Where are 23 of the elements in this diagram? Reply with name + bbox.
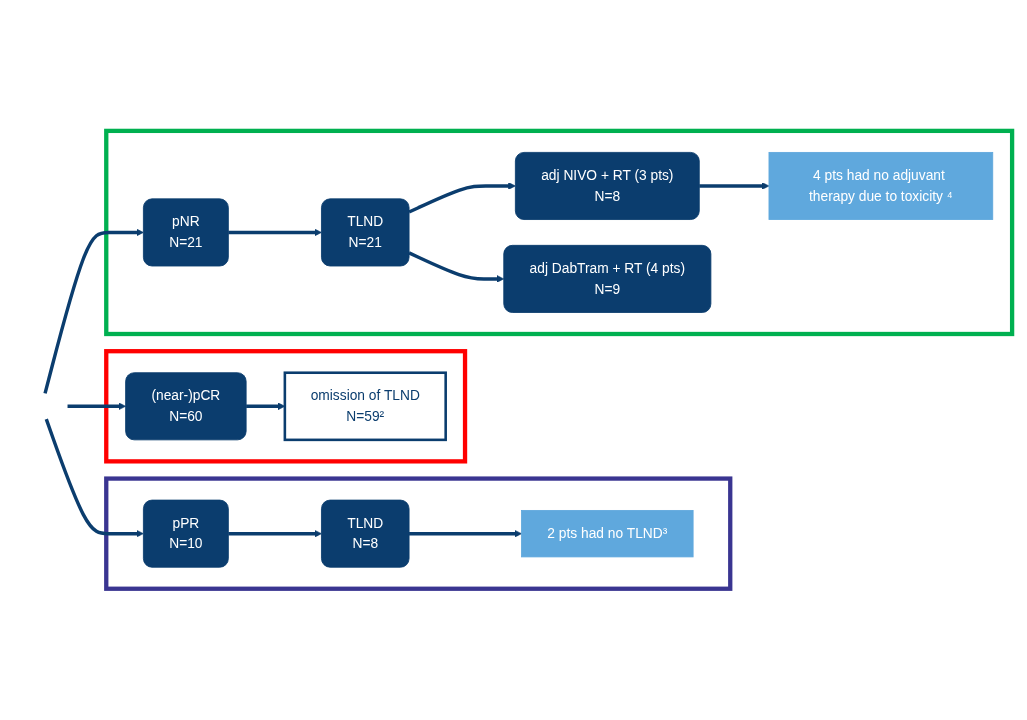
- node-box: TLND N=8: [320, 499, 409, 568]
- node-box: (near-)pCR N=60: [124, 372, 247, 441]
- arrow: [245, 402, 285, 411]
- arrow: [42, 228, 144, 394]
- node-box: omission of TLND N=59²: [283, 371, 447, 442]
- arrow: [408, 530, 522, 538]
- cluster: [103, 128, 1014, 337]
- node-box: adj NIVO + RT (3 pts) N=8: [514, 152, 700, 221]
- node-box: adj DabTram + RT (4 pts) N=9: [502, 245, 711, 314]
- node-box: pNR N=21: [142, 198, 229, 267]
- arrow: [407, 182, 516, 214]
- arrow: [407, 251, 504, 283]
- arrow: [44, 418, 144, 538]
- node-box: pPR N=10: [142, 499, 229, 568]
- arrow: [227, 228, 322, 237]
- arrow: [698, 182, 769, 190]
- arrow: [67, 402, 126, 411]
- node-box: TLND N=21: [320, 198, 409, 267]
- node-box: 2 pts had no TLND³: [520, 510, 694, 558]
- node-box: 4 pts had no adjuvant therapy due to toxicity ⁴: [768, 152, 993, 221]
- cluster: [103, 349, 467, 464]
- arrow: [227, 530, 322, 538]
- cluster: [103, 476, 732, 592]
